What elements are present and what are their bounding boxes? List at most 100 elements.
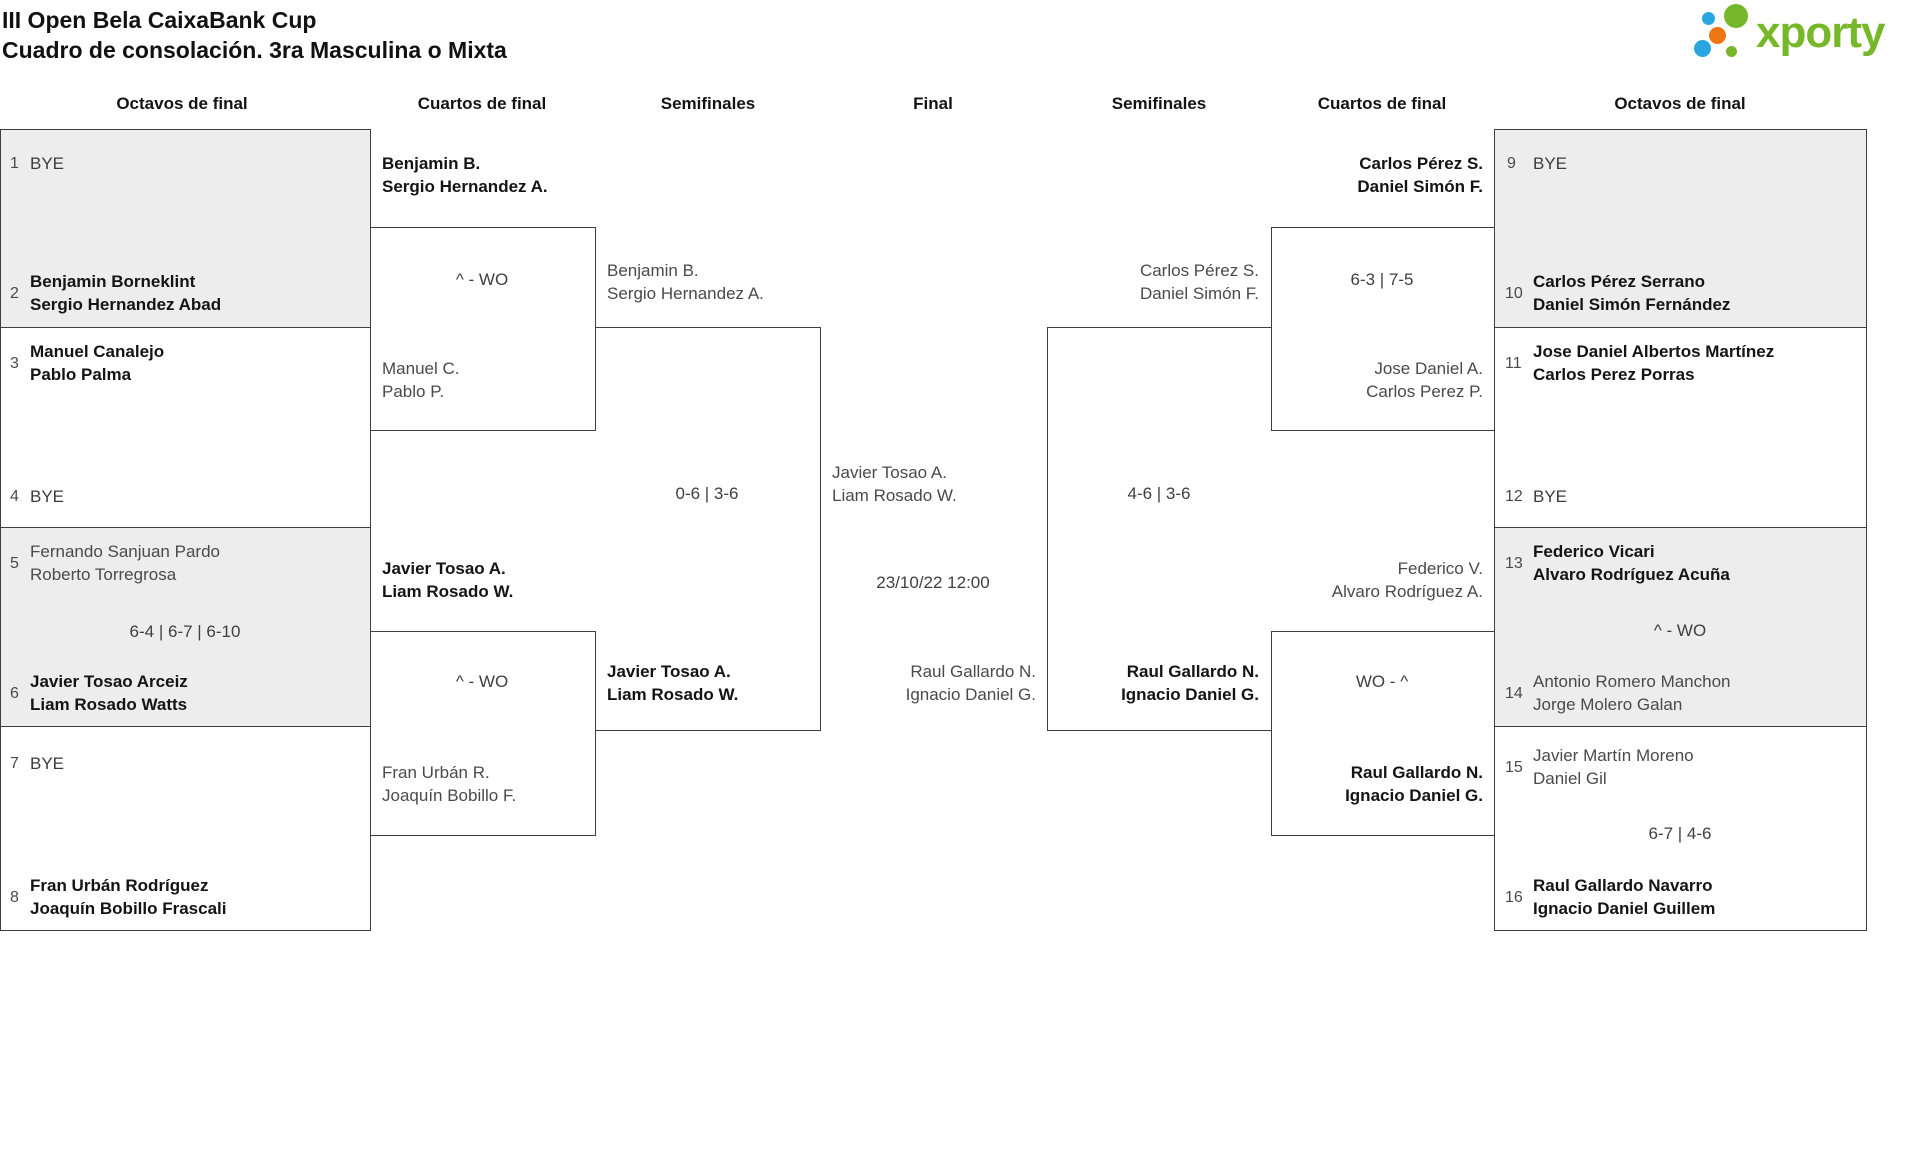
player-line-1: Manuel Canalejo xyxy=(30,342,165,361)
player-line-1: Benjamin Borneklint xyxy=(30,272,196,291)
player-line-1: Carlos Pérez Serrano xyxy=(1533,272,1705,291)
player-line-2: Pablo P. xyxy=(382,382,445,401)
team-entry: Manuel Canalejo Pablo Palma xyxy=(30,340,164,386)
team-entry: Antonio Romero Manchon Jorge Molero Gala… xyxy=(1533,670,1731,716)
player-line-1: Javier Tosao A. xyxy=(382,559,506,578)
bracket-line xyxy=(1047,327,1048,731)
logo-dot-blue-small-icon xyxy=(1702,12,1715,25)
bracket-line xyxy=(1271,430,1495,431)
bye-entry: BYE xyxy=(1533,487,1568,506)
team-entry: Fran Urbán Rodríguez Joaquín Bobillo Fra… xyxy=(30,874,226,920)
team-entry: Raul Gallardo N. Ignacio Daniel G. xyxy=(906,660,1036,706)
bracket-line xyxy=(0,930,371,931)
match-score: 6-7 | 4-6 xyxy=(1648,824,1712,843)
player-line-2: Ignacio Daniel Guillem xyxy=(1533,899,1716,918)
bracket-line xyxy=(595,327,821,328)
bracket-line xyxy=(1047,327,1272,328)
bracket-line xyxy=(1494,930,1867,931)
round-header-final: Final xyxy=(913,94,953,113)
bracket-line xyxy=(1271,227,1495,228)
bracket-line xyxy=(0,327,371,328)
bracket-line xyxy=(1271,835,1495,836)
seed-number: 11 xyxy=(1505,355,1522,372)
round-header-left-r16: Octavos de final xyxy=(116,94,248,113)
logo-dot-blue-medium-icon xyxy=(1694,40,1711,57)
player-line-1: Carlos Pérez S. xyxy=(1359,154,1483,173)
team-entry: Javier Martín Moreno Daniel Gil xyxy=(1533,744,1694,790)
seed-number: 6 xyxy=(10,685,19,702)
player-line-1: Fran Urbán R. xyxy=(382,763,490,782)
bye-entry: BYE xyxy=(30,487,65,506)
player-line-1: Antonio Romero Manchon xyxy=(1533,672,1731,691)
match-score: 6-3 | 7-5 xyxy=(1350,270,1414,289)
player-line-1: Fran Urbán Rodríguez xyxy=(30,876,209,895)
seed-number: 9 xyxy=(1507,155,1516,172)
team-entry: Carlos Pérez S. Daniel Simón F. xyxy=(1140,259,1259,305)
player-line-2: Alvaro Rodríguez A. xyxy=(1331,582,1483,601)
player-line-2: Alvaro Rodríguez Acuña xyxy=(1533,565,1730,584)
bracket-line xyxy=(595,631,596,836)
bye-entry: BYE xyxy=(1533,154,1568,173)
seed-number: 7 xyxy=(10,755,19,772)
player-line-2: Carlos Perez Porras xyxy=(1533,365,1695,384)
bracket-line xyxy=(1494,327,1867,328)
player-line-1: Raul Gallardo N. xyxy=(1350,763,1483,782)
player-line-1: Manuel C. xyxy=(382,359,460,378)
seed-number: 2 xyxy=(10,285,19,302)
team-entry: Jose Daniel A. Carlos Perez P. xyxy=(1366,357,1483,403)
round-header-left-qf: Cuartos de final xyxy=(417,94,547,113)
team-entry: Javier Tosao Arceiz Liam Rosado Watts xyxy=(30,670,188,716)
player-line-2: Liam Rosado W. xyxy=(832,486,957,505)
bracket-line xyxy=(1494,129,1495,931)
seed-number: 15 xyxy=(1505,759,1523,776)
player-line-2: Daniel Gil xyxy=(1533,769,1607,788)
team-entry: Javier Tosao A. Liam Rosado W. xyxy=(382,557,513,603)
bracket-line xyxy=(1271,631,1495,632)
player-line-1: Raul Gallardo N. xyxy=(1126,662,1259,681)
player-line-1: Jose Daniel Albertos Martínez xyxy=(1533,342,1775,361)
player-line-1: Carlos Pérez S. xyxy=(1139,261,1259,280)
bye-match-fill xyxy=(1,130,370,327)
player-line-1: Fernando Sanjuan Pardo xyxy=(30,542,220,561)
team-entry: Benjamin B. Sergio Hernandez A. xyxy=(607,259,764,305)
bracket-line xyxy=(1494,527,1867,528)
bracket-line xyxy=(820,327,821,731)
team-entry: Jose Daniel Albertos Martínez Carlos Per… xyxy=(1533,340,1774,386)
player-line-2: Sergio Hernandez Abad xyxy=(30,295,222,314)
bracket-line xyxy=(0,129,371,130)
seed-number: 3 xyxy=(10,355,19,372)
player-line-1: Javier Tosao A. xyxy=(832,463,947,482)
team-entry: Javier Tosao A. Liam Rosado W. xyxy=(607,660,738,706)
bracket-line xyxy=(0,527,371,528)
player-line-1: Federico V. xyxy=(1397,559,1483,578)
player-line-2: Carlos Perez P. xyxy=(1366,382,1483,401)
xporty-logo[interactable]: xporty xyxy=(1692,4,1918,66)
player-line-2: Jorge Molero Galan xyxy=(1533,695,1683,714)
seed-number: 16 xyxy=(1505,889,1523,906)
bracket-line xyxy=(1271,227,1272,431)
team-entry: Javier Tosao A. Liam Rosado W. xyxy=(832,461,957,507)
player-line-2: Ignacio Daniel G. xyxy=(905,685,1036,704)
round-header-right-sf: Semifinales xyxy=(1111,94,1207,113)
match-score: 4-6 | 3-6 xyxy=(1127,484,1191,503)
player-line-1: Javier Tosao A. xyxy=(607,662,731,681)
match-score: ^ - WO xyxy=(455,270,509,289)
team-entry: Benjamin Borneklint Sergio Hernandez Aba… xyxy=(30,270,221,316)
player-line-1: Javier Tosao Arceiz xyxy=(30,672,188,691)
player-line-2: Daniel Simón F. xyxy=(1357,177,1483,196)
player-line-2: Liam Rosado Watts xyxy=(30,695,188,714)
bracket-line xyxy=(370,631,596,632)
player-line-1: Jose Daniel A. xyxy=(1374,359,1483,378)
seed-number: 13 xyxy=(1505,555,1523,572)
draw-name: Cuadro de consolación. 3ra Masculina o M… xyxy=(2,37,507,63)
bracket-line xyxy=(1494,129,1867,130)
player-line-1: Raul Gallardo Navarro xyxy=(1533,876,1713,895)
bracket-line xyxy=(595,730,821,731)
team-entry: Raul Gallardo N. Ignacio Daniel G. xyxy=(1121,660,1259,706)
team-entry: Fran Urbán R. Joaquín Bobillo F. xyxy=(382,761,516,807)
round-header-right-qf: Cuartos de final xyxy=(1317,94,1447,113)
bye-entry: BYE xyxy=(30,154,65,173)
player-line-2: Joaquín Bobillo F. xyxy=(382,786,517,805)
team-entry: Carlos Pérez S. Daniel Simón F. xyxy=(1357,152,1483,198)
